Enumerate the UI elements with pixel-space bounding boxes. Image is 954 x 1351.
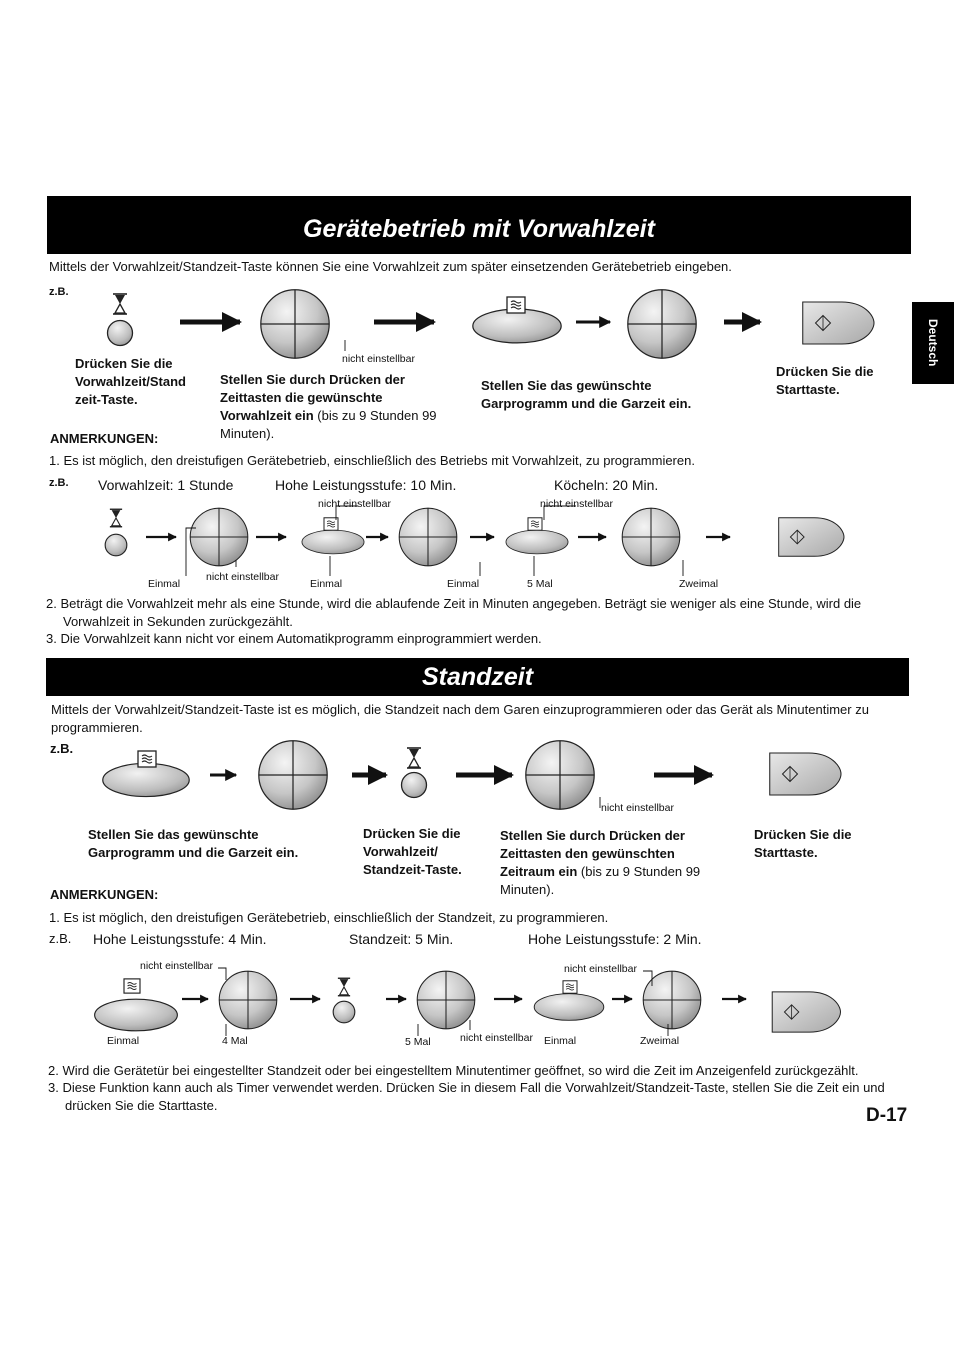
not-adjustable-label: nicht einstellbar [342,353,415,365]
dial-illustration [189,507,249,567]
program-button-illustration [472,296,562,344]
dial-illustration [416,970,476,1030]
step-text: Drücken Sie die Starttaste. [776,364,874,397]
example-heading: Hohe Leistungsstufe: 4 Min. [93,931,267,947]
intro-text: Mittels der Vorwahlzeit/Standzeit-Taste … [49,259,732,274]
program-button-illustration [102,750,190,798]
timer-button-illustration [332,977,356,1024]
not-adjustable-label: nicht einstellbar [601,802,674,814]
dial-illustration [621,507,681,567]
start-button-illustration [778,517,845,557]
step-text: Stellen Sie das gewünschte Garprogramm u… [88,827,299,860]
note-text: 1. Es ist möglich, den dreistufigen Gerä… [49,910,609,925]
count-label: Zweimal [640,1035,680,1047]
example-heading: Vorwahlzeit: 1 Stunde [98,477,234,493]
dial-illustration [218,970,278,1030]
example-heading: Hohe Leistungsstufe: 10 Min. [275,477,457,493]
language-tab: Deutsch [912,302,954,384]
note-text: 3. Die Vorwahlzeit kann nicht vor einem … [46,631,542,646]
start-button-illustration [801,301,875,345]
not-adjustable-label: nicht einstellbar [564,963,637,975]
example-heading: Köcheln: 20 Min. [554,477,659,493]
timer-button-illustration [104,508,128,557]
dial-illustration [258,740,328,810]
not-adjustable-label: nicht einstellbar [140,960,213,972]
count-label: 5 Mal [405,1036,431,1048]
dial-illustration [398,507,458,567]
example-label: z.B. [49,931,72,946]
count-label: Einmal [447,578,480,590]
note-text: 3. Diese Funktion kann auch als Timer ve… [48,1080,885,1113]
example-heading: Hohe Leistungsstufe: 2 Min. [528,931,702,947]
count-label: 5 Mal [527,578,553,590]
program-button-illustration [301,517,365,555]
note-text: 2. Wird die Gerätetür bei eingestellter … [48,1063,859,1078]
note-text: 2. Beträgt die Vorwahlzeit mehr als eine… [46,596,862,629]
dial-illustration [260,289,330,359]
not-adjustable-label: nicht einstellbar [460,1032,533,1044]
pointer-lines [185,340,684,576]
dial-illustration [525,740,595,810]
section-title: Standzeit [46,658,909,696]
pointer-lines [218,967,669,1036]
count-label: Einmal [544,1035,577,1047]
section-title: Gerätebetrieb mit Vorwahlzeit [47,196,911,254]
start-button-illustration [768,752,842,796]
step-text: Drücken Sie die Starttaste. [754,827,852,860]
intro-text: Mittels der Vorwahlzeit/Standzeit-Taste … [51,702,869,735]
not-adjustable-label: nicht einstellbar [318,498,391,510]
count-label: Einmal [148,578,181,590]
note-text: 1. Es ist möglich, den dreistufigen Gerä… [49,453,695,468]
step-text: Stellen Sie durch Drücken der Zeittasten… [500,828,701,897]
not-adjustable-label: nicht einstellbar [540,498,613,510]
program-button-illustration [533,980,605,1021]
count-label: Einmal [310,578,343,590]
count-label: Einmal [107,1035,140,1047]
start-button-illustration [771,991,842,1033]
program-button-illustration [94,978,178,1032]
step-text: Drücken Sie die Vorwahlzeit/Stand zeit-T… [75,356,186,407]
count-label: 4 Mal [222,1035,248,1047]
example-label: z.B. [49,477,69,489]
example-label: z.B. [50,741,74,756]
program-button-illustration [505,517,569,555]
example-heading: Standzeit: 5 Min. [349,931,454,947]
step-text: Stellen Sie das gewünschte Garprogramm u… [481,378,692,411]
step-text: Stellen Sie durch Drücken der Zeittasten… [220,372,437,441]
page-number: D-17 [866,1105,908,1126]
step-text: Drücken Sie die Vorwahlzeit/ Standzeit-T… [363,826,462,877]
example-label: z.B. [49,286,69,298]
notes-heading: ANMERKUNGEN: [50,431,159,446]
timer-button-illustration [106,293,134,347]
not-adjustable-label: nicht einstellbar [206,571,279,583]
dial-illustration [627,289,697,359]
count-label: Zweimal [679,578,719,590]
timer-button-illustration [400,747,428,799]
notes-heading: ANMERKUNGEN: [50,887,159,902]
